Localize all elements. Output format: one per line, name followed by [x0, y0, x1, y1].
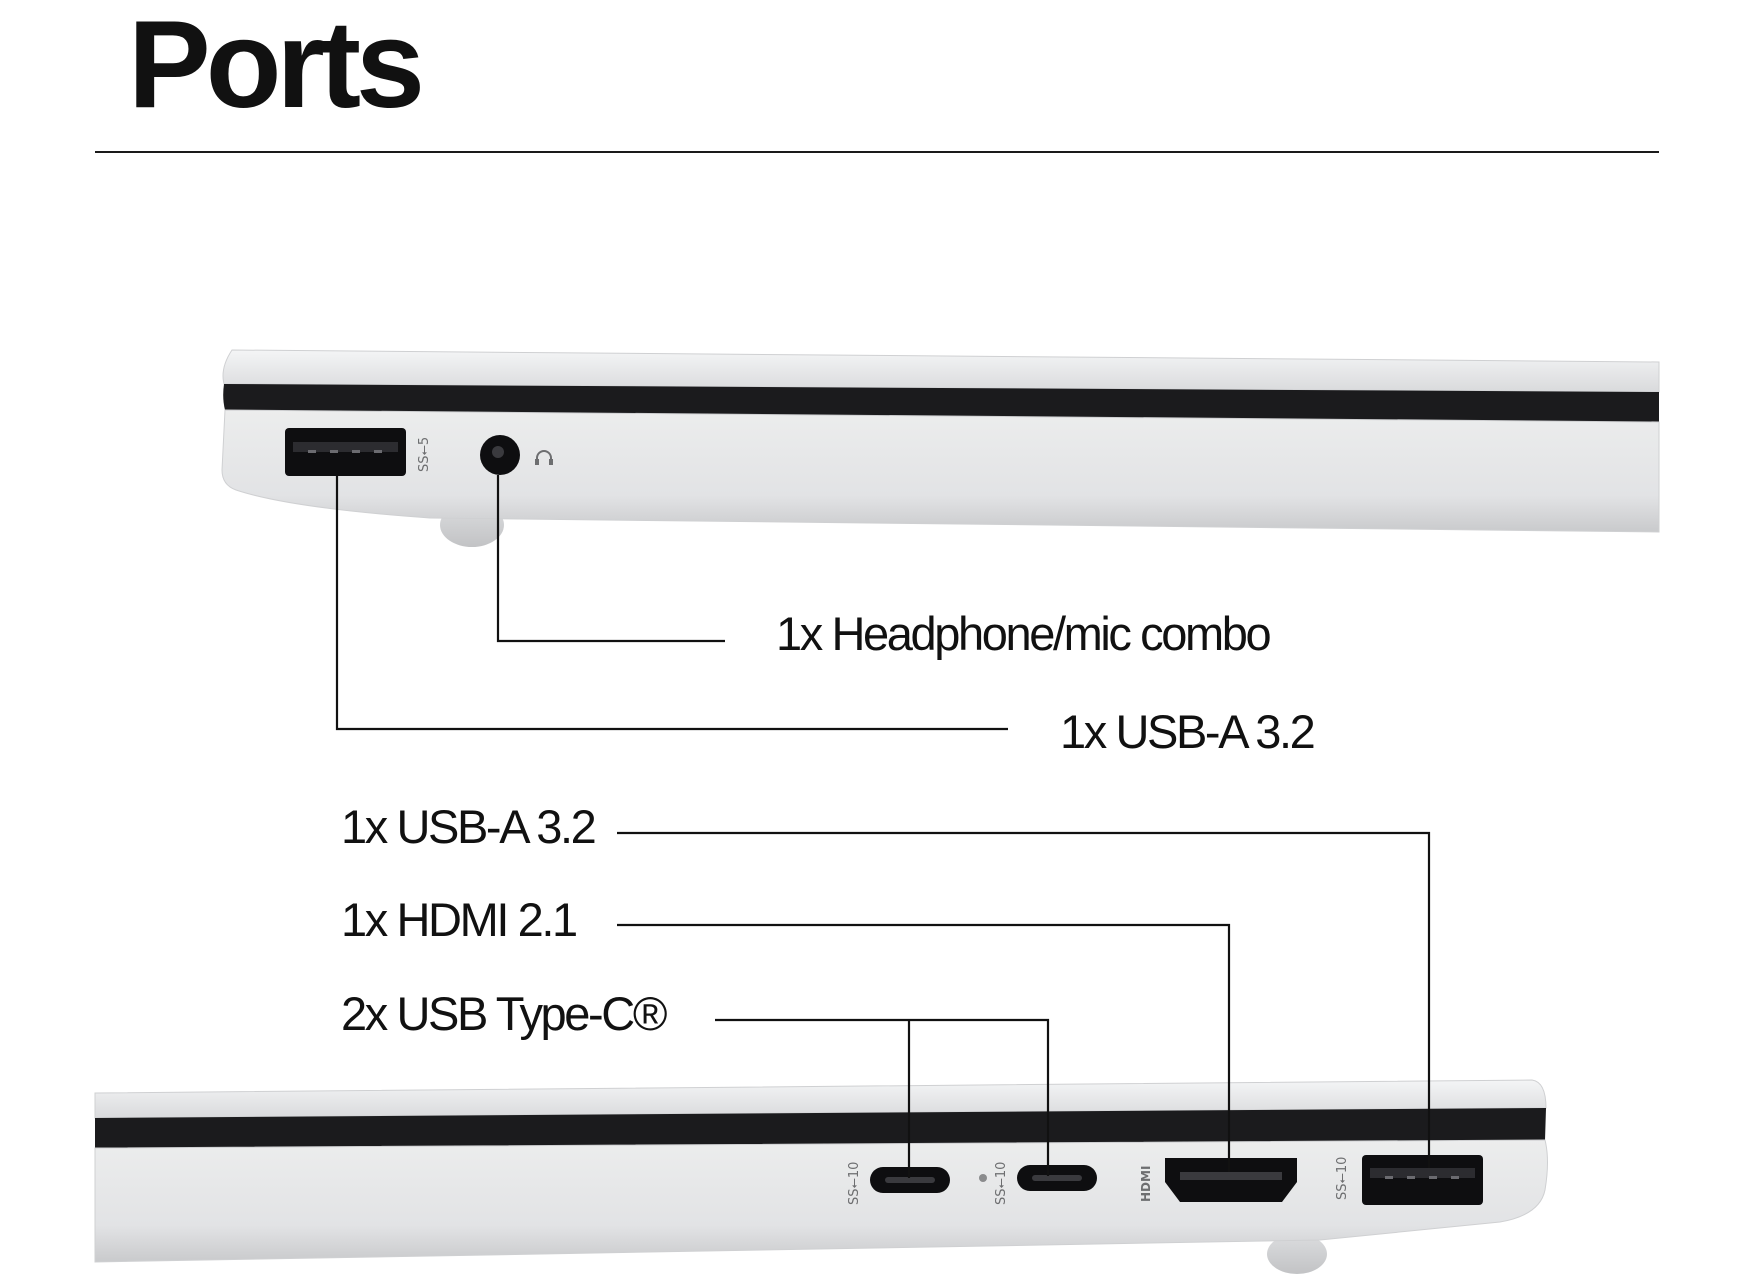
laptop-base: [94, 1139, 1548, 1263]
left-side-laptop: SS⭠5: [221, 349, 1660, 547]
right-side-laptop: SS⭠10 SS⭠10 HDMI SS⭠10: [94, 1079, 1548, 1274]
page-title: Ports: [128, 0, 425, 134]
right-callout-lines: [617, 831, 1431, 1178]
usb-ss-marking: SS⭠5: [417, 437, 432, 472]
usb-a-contacts: [308, 450, 382, 453]
headphone-callout-label: 1x Headphone/mic combo: [776, 607, 1272, 660]
laptop-lid: [94, 1079, 1547, 1119]
headphone-jack-inner: [492, 446, 504, 458]
headset-icon: [536, 450, 552, 463]
usb-c-callout-label: 2x USB Type-C®: [341, 987, 667, 1040]
left-callout-lines: [335, 475, 1008, 731]
title-divider: [95, 151, 1659, 153]
hdmi-callout-label: 1x HDMI 2.1: [341, 893, 578, 946]
headphone-callout-line: [496, 475, 725, 643]
rubber-foot: [1267, 1234, 1327, 1274]
status-led: [979, 1174, 987, 1182]
usb-a-ss-marking: SS⭠10: [1335, 1157, 1350, 1200]
usb-a-right-callout-line: [617, 831, 1431, 1168]
hinge-gap: [95, 1108, 1546, 1148]
usb-c-ss-marking: SS⭠10: [847, 1162, 862, 1205]
usb-c-ss-marking: SS⭠10: [994, 1162, 1009, 1205]
usb-a-port-tongue: [293, 442, 398, 452]
usb-a-left-callout-label: 1x USB-A 3.2: [1060, 705, 1316, 758]
laptop-base: [221, 409, 1660, 533]
usb-a-right-callout-label: 1x USB-A 3.2: [341, 800, 597, 853]
hdmi-marking: HDMI: [1139, 1166, 1153, 1202]
usb-c-callout-line: [715, 1018, 1050, 1176]
usb-a-port: [1362, 1155, 1483, 1205]
usb-a-callout-line: [335, 476, 1008, 731]
hdmi-callout-line: [617, 923, 1231, 1172]
laptop-lid: [222, 349, 1660, 393]
